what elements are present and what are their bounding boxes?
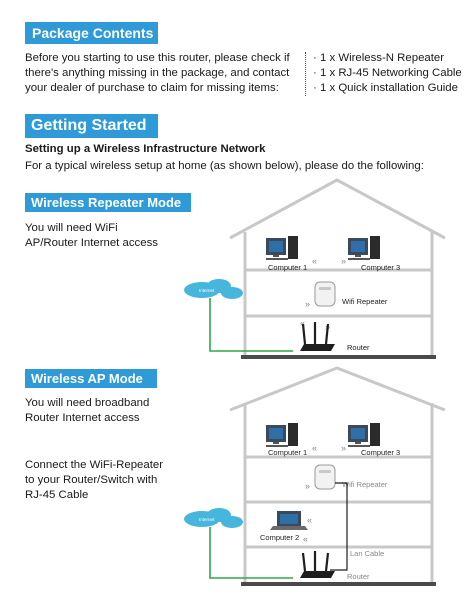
ap-mode-connect-text: Connect the WiFi-Repeater	[25, 459, 164, 471]
repeater-mode-house-diagram: Internet Computer 1 « » Computer 3 » Wif…	[184, 178, 446, 359]
computer-1-icon	[266, 423, 298, 447]
computer-3-icon	[348, 423, 380, 447]
wifi-signal-icon: »	[305, 481, 310, 491]
package-intro-line: Before you starting to use this router, …	[25, 52, 290, 64]
package-item: · 1 x RJ-45 Networking Cable	[313, 67, 462, 79]
lan-cable	[330, 482, 348, 571]
computer-1-label: Computer 1	[268, 448, 307, 457]
ap-mode-connect-text: RJ-45 Cable	[25, 489, 89, 501]
wifi-signal-icon: «	[303, 534, 308, 544]
wifi-signal-icon: «	[300, 318, 305, 328]
router-icon	[300, 551, 335, 578]
ap-mode-house-diagram: Internet Computer 1 « » Computer 3 » Wif…	[184, 366, 446, 586]
computer-1-label: Computer 1	[268, 263, 307, 272]
wifi-repeater-icon	[314, 464, 336, 490]
package-item: · 1 x Quick installation Guide	[313, 82, 458, 94]
package-intro-line: your dealer of purchase to claim for mis…	[25, 82, 279, 94]
router-label: Router	[347, 343, 370, 352]
router-icon	[300, 322, 335, 351]
internet-label: Internet	[199, 288, 215, 293]
getting-started-subtitle: Setting up a Wireless Infrastructure Net…	[25, 143, 266, 155]
package-item: · 1 x Wireless-N Repeater	[313, 52, 445, 64]
getting-started-description: For a typical wireless setup at home (as…	[25, 160, 424, 172]
package-divider	[305, 52, 306, 96]
internet-label: Internet	[199, 517, 215, 522]
getting-started-heading: Getting Started	[25, 114, 158, 138]
computer-3-label: Computer 3	[361, 263, 400, 272]
router-label: Router	[347, 572, 370, 581]
wifi-signal-icon: »	[305, 299, 310, 309]
wifi-signal-icon: »	[341, 443, 346, 453]
computer-2-label: Computer 2	[260, 533, 299, 542]
computer-3-label: Computer 3	[361, 448, 400, 457]
computer-2-icon	[270, 511, 308, 530]
wifi-signal-icon: «	[312, 256, 317, 266]
wifi-repeater-icon	[314, 281, 336, 307]
internet-cable	[209, 298, 293, 352]
lan-cable-label: Lan Cable	[350, 549, 384, 558]
repeater-mode-heading: Wireless Repeater Mode	[25, 193, 191, 212]
package-contents-heading: Package Contents	[25, 22, 158, 44]
internet-cable	[209, 527, 293, 579]
ap-mode-connect-text: to your Router/Switch with	[25, 474, 158, 486]
computer-1-icon	[266, 236, 298, 260]
repeater-mode-text: AP/Router Internet access	[25, 237, 158, 249]
repeater-mode-text: You will need WiFi	[25, 222, 118, 234]
ap-mode-text: Router Internet access	[25, 412, 140, 424]
computer-3-icon	[348, 236, 380, 260]
package-intro-line: there's anything missing in the package,…	[25, 67, 290, 79]
ap-mode-text: You will need broadband	[25, 397, 150, 409]
wifi-repeater-label: Wifi Repeater	[342, 480, 388, 489]
wifi-signal-icon: «	[312, 443, 317, 453]
wifi-signal-icon: «	[307, 515, 312, 525]
internet-cloud-icon: Internet	[184, 279, 243, 299]
wifi-repeater-label: Wifi Repeater	[342, 297, 388, 306]
internet-cloud-icon: Internet	[184, 508, 243, 528]
wifi-signal-icon: »	[341, 256, 346, 266]
ap-mode-heading: Wireless AP Mode	[25, 369, 157, 388]
